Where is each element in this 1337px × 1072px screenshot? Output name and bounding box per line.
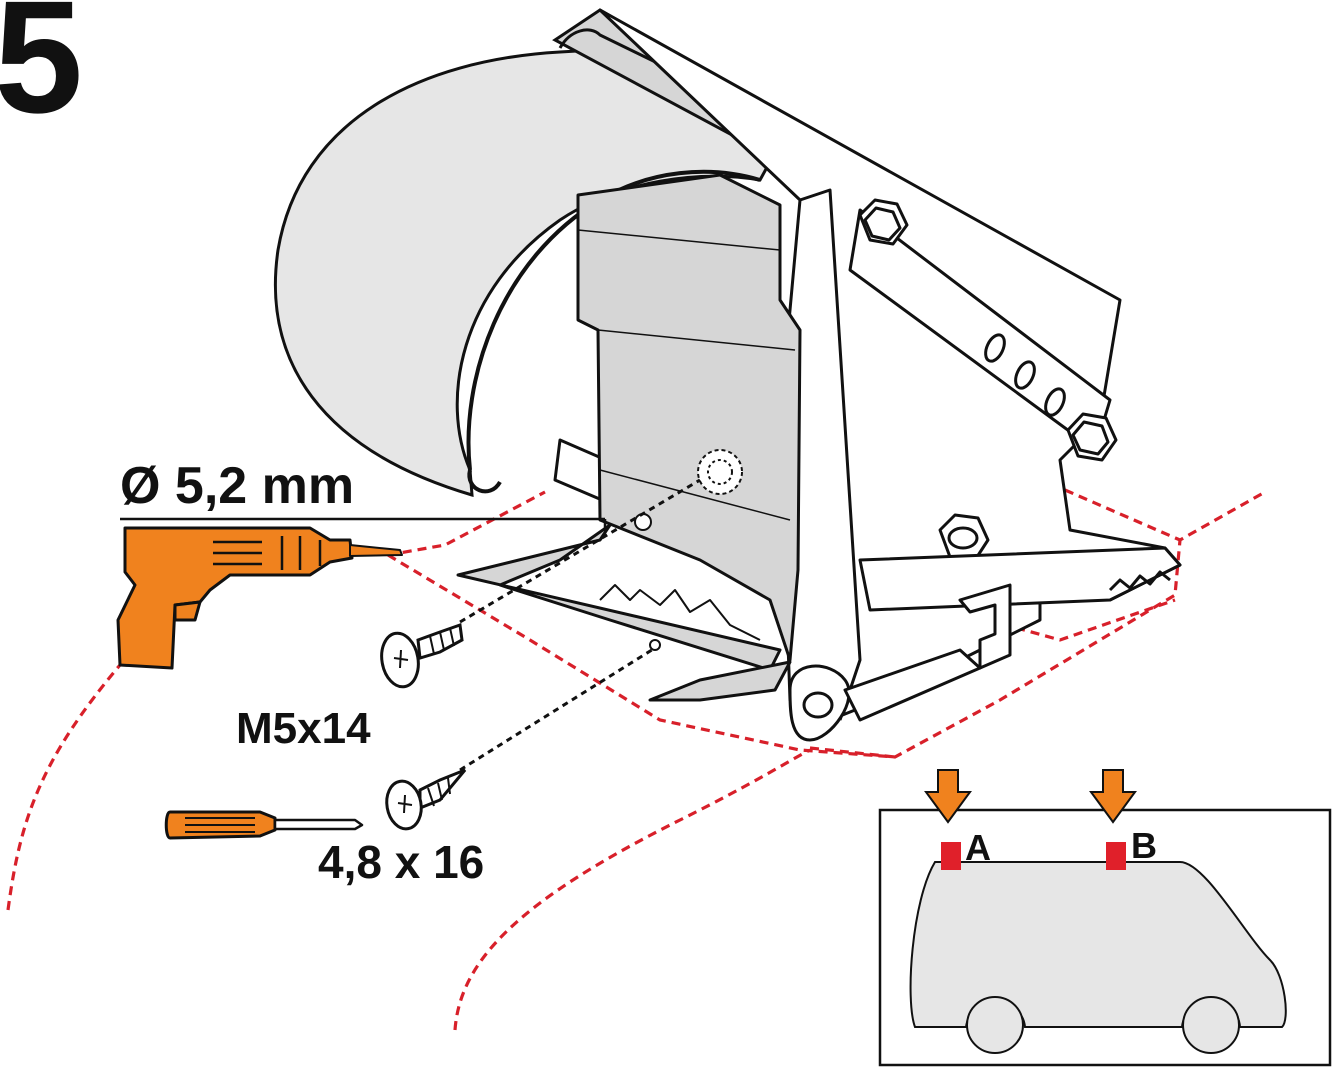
- bolt-icon: [380, 622, 464, 689]
- arrow-down-icon: [924, 769, 972, 824]
- arrow-down-icon: [1089, 769, 1137, 824]
- mount-label-b: B: [1131, 825, 1157, 866]
- van-front-wheel: [966, 996, 1024, 1054]
- step-number: 5: [0, 0, 83, 146]
- mount-label-a: A: [965, 827, 991, 868]
- adapter-plate: [456, 173, 802, 702]
- screw-icon: [385, 768, 467, 831]
- drill-icon: [116, 526, 403, 670]
- mount-marker-a: [941, 842, 961, 870]
- screwdriver-icon: [164, 810, 364, 840]
- hole-diameter-label: Ø 5,2 mm: [120, 457, 354, 515]
- van-inset-panel: A B: [878, 769, 1332, 1067]
- mount-marker-b: [1106, 842, 1126, 870]
- van-rear-wheel: [1182, 996, 1240, 1054]
- insertion-guides: [459, 478, 701, 772]
- bolt-size-label: M5x14: [236, 704, 371, 753]
- drill-guide-line: [120, 517, 607, 530]
- screw-size-label: 4,8 x 16: [318, 836, 484, 888]
